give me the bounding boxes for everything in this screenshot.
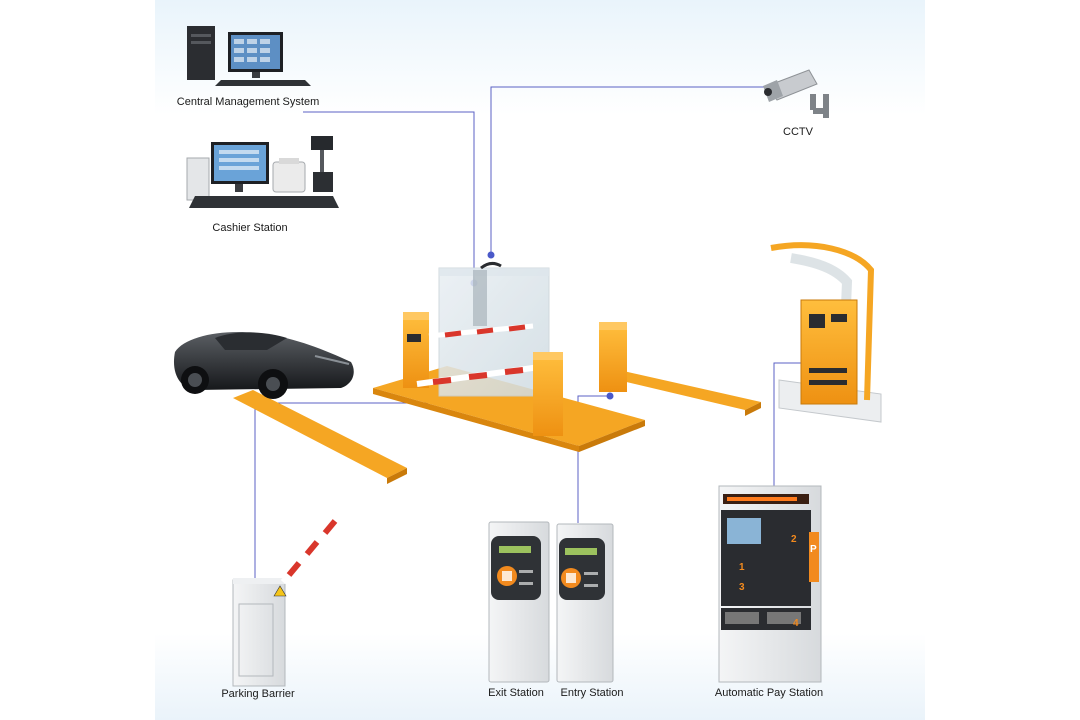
pay-step-2: 2 (791, 534, 797, 545)
central-connector (303, 111, 475, 283)
parking-system-diagram: 1 2 3 4 P (173, 26, 882, 687)
entry-node (606, 392, 614, 400)
cctv-connector (490, 86, 768, 255)
cctv-node (487, 251, 495, 259)
cctv-camera (763, 69, 829, 118)
pay-step-3: 3 (739, 582, 745, 593)
label-cctv: CCTV (783, 126, 813, 138)
car (173, 332, 354, 399)
label-automatic-pay-station: Automatic Pay Station (714, 687, 824, 699)
label-central-management-system: Central Management System (176, 96, 320, 108)
pay-station-sign: P (810, 544, 817, 555)
entry-station (556, 523, 614, 683)
cashier-station-equipment (186, 136, 339, 208)
central-management-computer (187, 26, 311, 86)
entry-connector (577, 395, 610, 523)
exit-station (488, 521, 550, 683)
pay-station-canopy (770, 242, 882, 423)
label-parking-barrier: Parking Barrier (221, 688, 295, 700)
label-exit-station: Exit Station (488, 687, 544, 699)
pay-step-4: 4 (793, 618, 799, 629)
road-bumpers (233, 370, 761, 484)
automatic-pay-station: 1 2 3 4 P (718, 485, 822, 683)
diagram-canvas: 1 2 3 4 P Central Management System Cash… (155, 0, 925, 720)
label-cashier-station: Cashier Station (212, 222, 288, 234)
barrier-gates (403, 312, 627, 436)
label-entry-station: Entry Station (560, 687, 624, 699)
pay-step-1: 1 (739, 562, 745, 573)
parking-barrier-cabinet (232, 506, 350, 687)
